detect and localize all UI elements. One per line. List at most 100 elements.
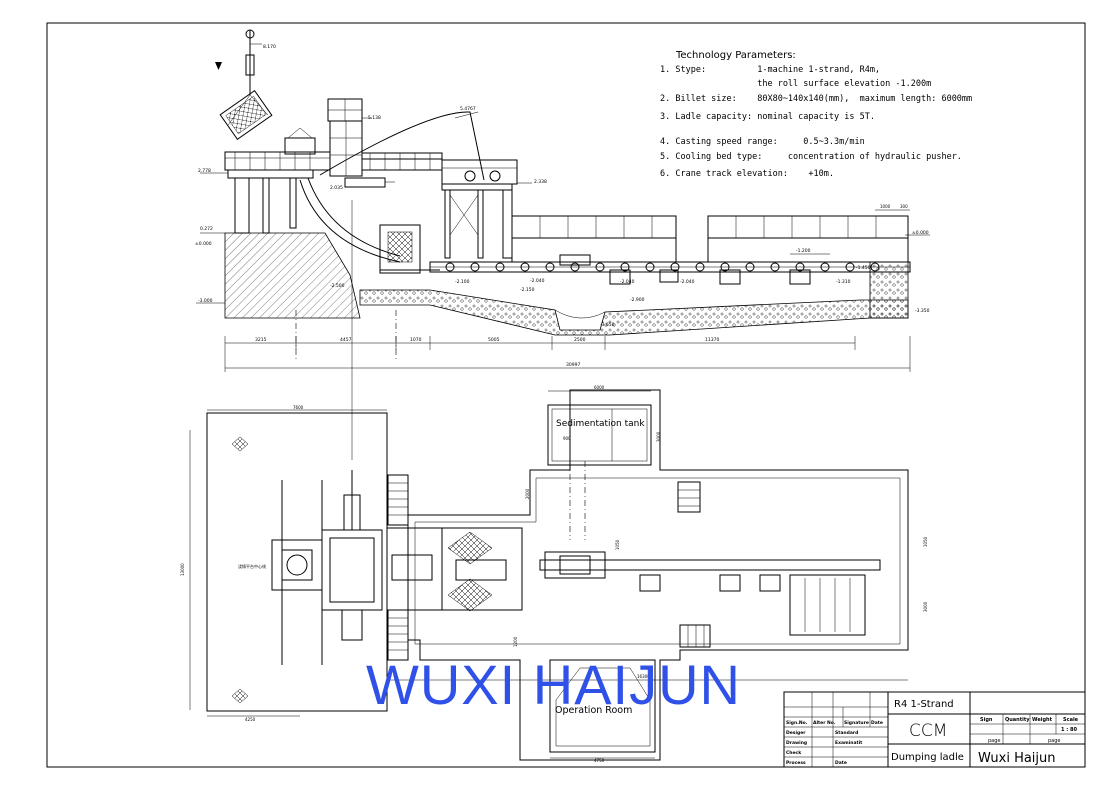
tech-line-4: 4. Casting speed range: 0.5~3.3m/min — [660, 137, 865, 147]
stairs-upper — [387, 474, 409, 526]
tb-date-2: Date — [835, 760, 847, 766]
elev-pit-left: -3.000 — [198, 298, 213, 304]
tilted-ladle — [219, 89, 273, 141]
elev-ground-plus: 0.272 — [200, 226, 213, 232]
operation-room-label: Operation Room — [555, 705, 632, 716]
drawing-frame — [46, 22, 1086, 768]
tb-date: Date — [871, 720, 883, 726]
cooling-bed-railings: 1000 300 ±0.000 -1.450 -1.310 — [511, 204, 930, 285]
technology-parameters: Technology Parameters: 1. Stype: 1-machi… — [660, 50, 972, 179]
casting-floor — [206, 412, 388, 712]
elev-top: 8.170 — [263, 44, 276, 50]
elev-bottom-c: -2.150 — [520, 287, 535, 293]
elev-crane: 2.338 — [534, 179, 547, 185]
roller-row — [445, 262, 880, 272]
dim-top-right-a: 1000 — [880, 204, 891, 209]
elev-bottom-b: -2.100 — [455, 279, 470, 285]
sedimentation-tank: Sedimentation tank 6000 3000 900 — [547, 385, 661, 540]
dim-plan-total: 16300 — [637, 674, 650, 679]
dim-top-right-b: 300 — [900, 204, 908, 209]
elev-pit-mid: -2.500 — [330, 283, 345, 289]
dim-tank-width: 6000 — [594, 385, 605, 390]
elev-bottom-d: -2.040 — [620, 279, 635, 285]
elev-tundish: 2.035 — [330, 185, 343, 191]
tech-line-5: 5. Cooling bed type: concentration of hy… — [660, 152, 962, 162]
tech-line-1b: the roll surface elevation -1.200m — [660, 79, 931, 89]
tb-head-weight: Weight — [1032, 717, 1053, 723]
trench: -2.100 -2.040 -2.150 -2.040 -2.040 -2.90… — [359, 261, 930, 336]
roller-line-plan — [539, 551, 881, 636]
casting-platform: 2.778 — [198, 127, 331, 234]
elev-roll: -1.200 — [796, 248, 811, 254]
title-company: Wuxi Haijun — [978, 751, 1056, 766]
tb-designer: Desiger — [786, 730, 806, 736]
dim-seg-3: 1070 — [410, 337, 422, 343]
sedimentation-label: Sedimentation tank — [556, 419, 645, 429]
dim-seg-6: 11370 — [705, 337, 719, 343]
dim-side-c: 3000 — [923, 601, 928, 612]
dim-side-a: 2000 — [525, 488, 530, 499]
elev-ground-right: ±0.000 — [912, 230, 929, 236]
dim-tank-inner: 900 — [563, 436, 571, 441]
dim-seg-4: 5005 — [488, 337, 500, 343]
tech-line-6: 6. Crane track elevation: +10m. — [660, 169, 834, 179]
tb-process: Process — [786, 760, 806, 766]
title-block: R4 1-Strand CCM Dumping ladle Wuxi Haiju… — [783, 691, 1086, 768]
dim-plan-width: 7600 — [293, 405, 304, 410]
tb-drawing: Drawing — [786, 740, 807, 746]
tb-alter-no: Alter No. — [813, 720, 836, 726]
dim-side-e: 1050 — [923, 536, 928, 547]
foundation-left: 0.272 ±0.000 -3.000 -2.500 — [195, 226, 361, 319]
dim-seg-1: 3215 — [255, 337, 267, 343]
tb-check: Check — [786, 750, 802, 756]
tb-examination: Examinatit — [835, 740, 863, 746]
elev-bottom-e: -2.040 — [680, 279, 695, 285]
title-project: R4 1-Strand — [894, 699, 954, 710]
dim-total: 30997 — [566, 362, 580, 368]
elev-bottom-g: -3.650 — [600, 322, 615, 328]
elev-cool-b: -1.310 — [836, 279, 851, 285]
tb-sign-no: Sign.No. — [786, 720, 808, 726]
tech-line-1: 1. Stype: 1-machine 1-strand, R4m, — [660, 65, 880, 75]
roller-table: -1.200 — [429, 248, 911, 285]
dim-plan-bottom: 4250 — [245, 717, 256, 722]
elev-platform: 2.778 — [198, 168, 211, 174]
tech-line-2: 2. Billet size: 80X80~140x140(mm), maxim… — [660, 94, 972, 104]
tb-signature: Signature — [844, 720, 869, 726]
tb-head-quantity: Quantity — [1005, 717, 1030, 723]
dim-side-b: 1050 — [615, 539, 620, 550]
tech-line-3: 3. Ladle capacity: nominal capacity is 5… — [660, 112, 875, 122]
tb-standard: Standard — [835, 730, 858, 736]
tb-page-b: page — [1048, 738, 1061, 744]
tech-heading: Technology Parameters: — [675, 50, 796, 61]
title-part: Dumping ladle — [891, 752, 964, 763]
withdrawal-frame — [441, 183, 513, 259]
ladle-turret-plan: 浇铸平台中心线 — [238, 470, 383, 665]
elev-ground-left: ±0.000 — [195, 241, 212, 247]
elevation-dimensions: 3215 4457 1070 5005 2500 11370 30997 — [224, 336, 911, 372]
elev-bottom-a: -2.040 — [530, 278, 545, 284]
tb-head-scale: Scale — [1063, 717, 1079, 723]
operation-room: Operation Room 4750 — [549, 659, 656, 763]
elevation-view: 8.170 5.138 — [195, 29, 930, 460]
dim-seg-5: 2500 — [574, 337, 586, 343]
dim-side-d: 1200 — [513, 636, 518, 647]
elev-right-bottom: -3.350 — [915, 308, 930, 314]
tb-page-a: page — [988, 738, 1001, 744]
mid-walkway: 2.035 2.338 — [330, 152, 547, 191]
dim-plan-height: 13000 — [180, 563, 185, 576]
elev-arc: 5.4767 — [460, 106, 476, 112]
elev-ladle: 5.138 — [368, 115, 381, 121]
elev-bottom-f: -2.900 — [630, 297, 645, 303]
strand-arc: 5.4767 — [299, 106, 485, 274]
title-drawing: CCM — [909, 721, 947, 741]
dim-oproom: 4750 — [594, 758, 605, 763]
plan-view: 7600 13000 4250 浇铸平台中心线 — [180, 385, 928, 763]
tb-scale: 1 : 80 — [1061, 727, 1077, 733]
plan-note: 浇铸平台中心线 — [238, 563, 266, 569]
elev-cool-a: -1.450 — [856, 265, 871, 271]
ladle-tower: 5.138 — [327, 98, 381, 177]
dim-seg-2: 4457 — [340, 337, 352, 343]
watermark: WUXI HAIJUN — [366, 653, 741, 716]
